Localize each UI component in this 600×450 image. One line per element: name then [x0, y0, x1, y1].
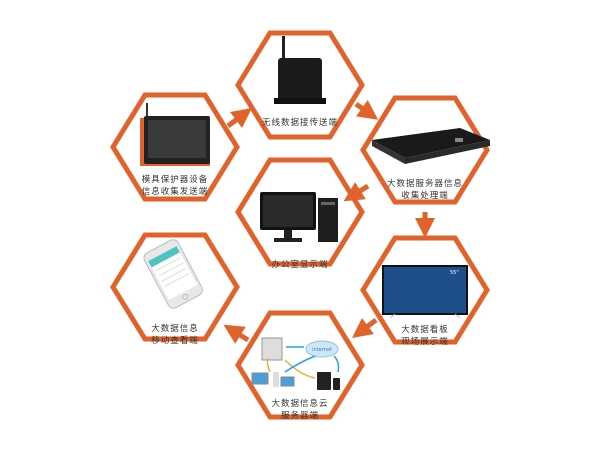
wireless-router-icon: [274, 36, 326, 104]
label-board: 大数据看板现场展示端: [360, 324, 490, 348]
label-mobile: 大数据信息移动查看端: [110, 323, 240, 347]
cloud-network-icon: internet: [251, 337, 340, 390]
smartphone-icon: [143, 239, 203, 309]
label-office: 办公室显示端: [235, 259, 365, 271]
label-line: 大数据信息云: [271, 399, 329, 409]
label-line: 移动查看端: [151, 336, 199, 346]
tv-size-label: 55": [450, 270, 459, 276]
label-cloud: 大数据信息云服务器端: [235, 398, 365, 422]
label-line: 大数据服务器信息: [386, 179, 463, 189]
arrow-cloud-to-mobile: [223, 324, 250, 344]
label-line: 无线数据接传送端: [261, 118, 338, 128]
cloud-internet-label: internet: [312, 347, 332, 353]
arrow-wireless-to-server: [354, 100, 379, 120]
label-line: 收集处理端: [401, 191, 449, 201]
arrow-server-to-office: [343, 182, 370, 202]
tablet-panel-icon: [140, 103, 210, 166]
label-server: 大数据服务器信息收集处理端: [360, 178, 490, 202]
label-line: 模具保护器设备: [141, 175, 209, 185]
label-line: 服务器端: [280, 411, 319, 421]
label-line: 大数据信息: [151, 324, 199, 334]
desktop-computer-icon: [260, 192, 338, 242]
arrow-device-to-wireless: [226, 108, 252, 128]
rack-server-icon: [372, 128, 490, 164]
label-wireless: 无线数据接传送端: [235, 117, 365, 129]
label-line: 现场展示端: [401, 337, 449, 347]
tv-display-icon: 55": [382, 265, 468, 319]
label-line: 大数据看板: [401, 325, 449, 335]
arrow-board-to-cloud: [352, 318, 378, 338]
label-line: 办公室显示端: [271, 260, 329, 270]
label-mold-device: 模具保护器设备信息收集发送端: [110, 174, 240, 198]
label-line: 信息收集发送端: [141, 187, 209, 197]
